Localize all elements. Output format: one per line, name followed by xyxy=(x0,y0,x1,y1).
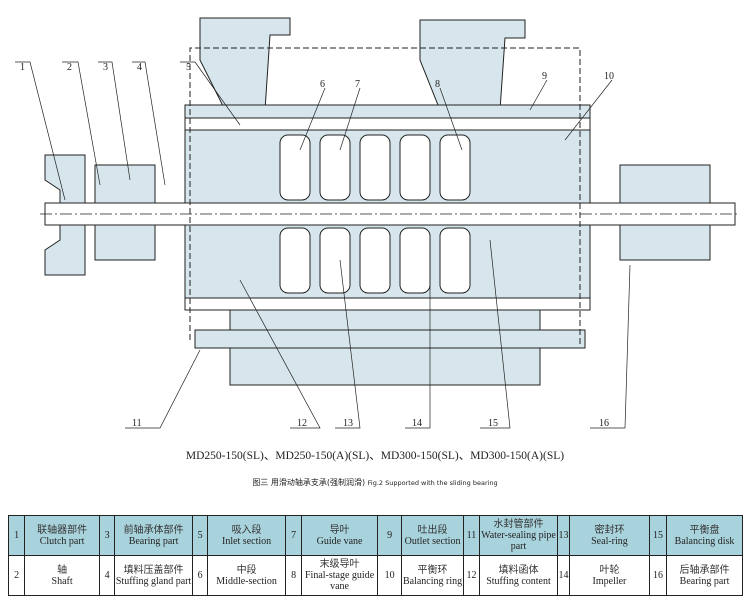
callout-8: 8 xyxy=(435,79,440,90)
figure-caption: 图三 用滑动轴承支承(强制润滑) Fig.2 Supported with th… xyxy=(0,477,750,488)
callout-5: 5 xyxy=(186,62,191,73)
part-number: 2 xyxy=(7,555,26,596)
base-plate xyxy=(194,329,586,349)
part-number: 6 xyxy=(191,555,209,596)
part-number: 3 xyxy=(98,515,116,556)
caption-en: Fig.2 Supported with the sliding bearing xyxy=(367,479,498,487)
part-number: 7 xyxy=(284,515,303,556)
caption-zh: 图三 用滑动轴承支承(强制润滑) xyxy=(252,478,366,487)
part-number: 13 xyxy=(556,515,571,556)
part-number: 16 xyxy=(648,555,668,596)
callout-15: 15 xyxy=(488,418,498,429)
callout-11: 11 xyxy=(132,418,142,429)
callout-2: 2 xyxy=(67,62,72,73)
impellers xyxy=(279,134,471,294)
pump-cross-section-drawing: 1 2 3 4 5 6 7 8 9 10 11 12 13 14 15 16 xyxy=(15,17,740,429)
callout-9: 9 xyxy=(542,71,547,82)
part-number: 9 xyxy=(376,515,403,556)
part-number: 4 xyxy=(98,555,116,596)
part-number: 11 xyxy=(462,515,481,556)
part-number: 10 xyxy=(376,555,403,596)
callout-4: 4 xyxy=(137,62,142,73)
callout-10: 10 xyxy=(604,71,614,82)
part-number: 1 xyxy=(7,515,26,556)
callout-16: 16 xyxy=(599,418,609,429)
callout-7: 7 xyxy=(355,79,360,90)
callout-6: 6 xyxy=(320,79,325,90)
callout-12: 12 xyxy=(297,418,307,429)
part-number: 14 xyxy=(556,555,571,596)
inlet-nozzle xyxy=(199,17,291,111)
part-number: 8 xyxy=(284,555,303,596)
part-number: 15 xyxy=(648,515,668,556)
part-number: 12 xyxy=(462,555,481,596)
callout-13: 13 xyxy=(343,418,353,429)
part-number: 5 xyxy=(191,515,209,556)
callout-1: 1 xyxy=(20,62,25,73)
callout-3: 3 xyxy=(103,62,108,73)
model-list: MD250-150(SL)、MD250-150(A)(SL)、MD300-150… xyxy=(185,450,565,462)
callout-14: 14 xyxy=(412,418,422,429)
outlet-nozzle xyxy=(419,19,526,111)
